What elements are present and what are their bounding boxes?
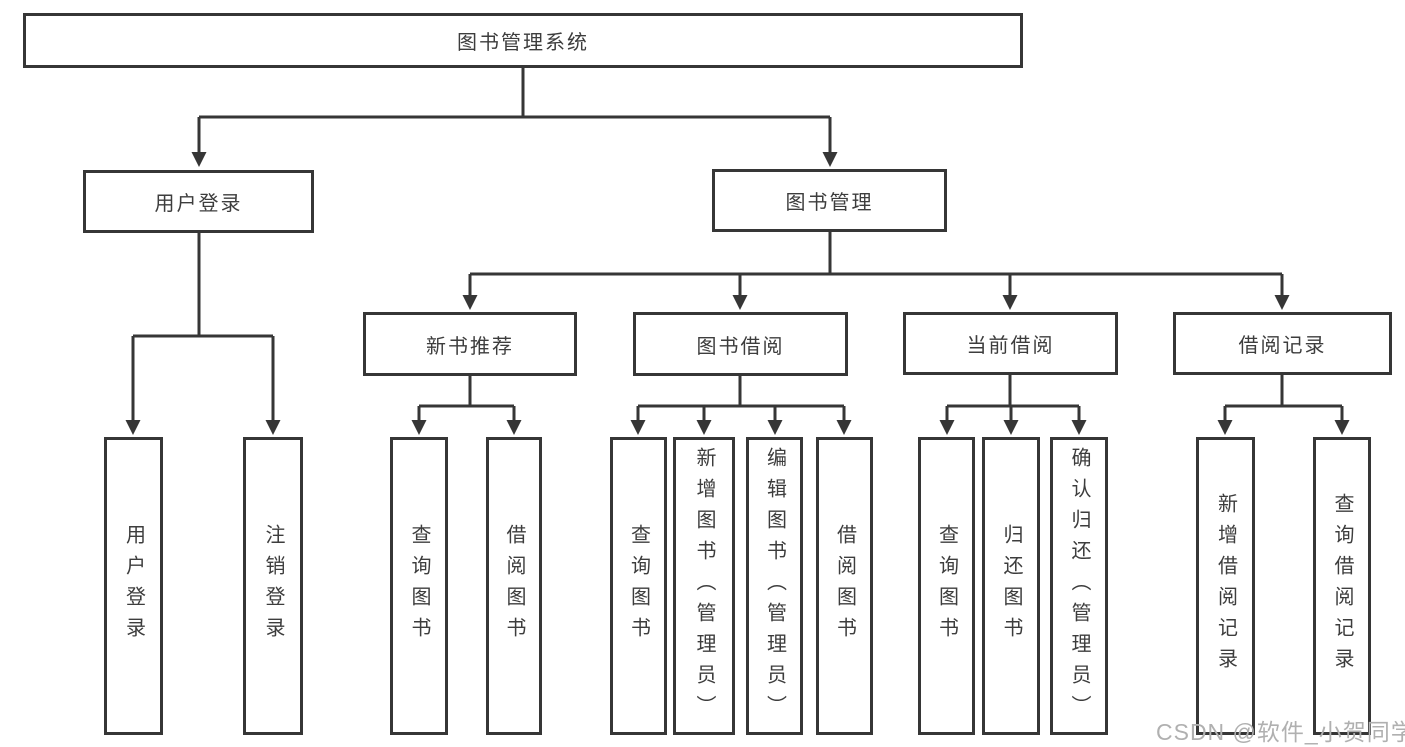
node-user-login: 用户登录: [83, 170, 314, 233]
leaf-confirm-return-admin-label: 确认归还（管理员）: [1068, 446, 1090, 726]
leaf-query-books-2: 查询图书: [610, 437, 667, 735]
node-current-borrowing: 当前借阅: [903, 312, 1118, 375]
leaf-edit-book-admin: 编辑图书（管理员）: [746, 437, 803, 735]
leaf-user-login: 用户登录: [104, 437, 163, 735]
node-new-book-recommend: 新书推荐: [363, 312, 577, 376]
watermark: CSDN @软件_小贺同学: [1156, 719, 1405, 745]
leaf-borrow-books-1-label: 借阅图书: [503, 524, 525, 648]
node-user-login-label: 用户登录: [154, 193, 243, 215]
leaf-user-login-label: 用户登录: [122, 524, 145, 648]
leaf-add-book-admin-label: 新增图书（管理员）: [693, 446, 715, 726]
leaf-query-books-3-label: 查询图书: [935, 524, 958, 648]
leaf-query-books-3: 查询图书: [918, 437, 975, 735]
leaf-return-books: 归还图书: [982, 437, 1040, 735]
leaf-confirm-return-admin: 确认归还（管理员）: [1050, 437, 1108, 735]
leaf-edit-book-admin-label: 编辑图书（管理员）: [763, 446, 786, 726]
node-book-management-label: 图书管理: [785, 192, 874, 214]
node-borrowing-records: 借阅记录: [1173, 312, 1392, 375]
leaf-logout-label: 注销登录: [262, 524, 284, 648]
node-library-system: 图书管理系统: [23, 13, 1023, 68]
leaf-query-borrow-record: 查询借阅记录: [1313, 437, 1371, 735]
leaf-query-books-2-label: 查询图书: [627, 524, 650, 648]
leaf-query-books-1-label: 查询图书: [408, 524, 430, 648]
leaf-query-books-1: 查询图书: [390, 437, 448, 735]
node-new-book-recommend-label: 新书推荐: [426, 335, 514, 358]
leaf-borrow-books-2-label: 借阅图书: [833, 524, 856, 648]
leaf-add-borrow-record-label: 新增借阅记录: [1214, 493, 1237, 679]
node-book-management: 图书管理: [712, 169, 947, 232]
leaf-borrow-books-1: 借阅图书: [486, 437, 542, 735]
leaf-add-borrow-record: 新增借阅记录: [1196, 437, 1255, 735]
leaf-add-book-admin: 新增图书（管理员）: [673, 437, 735, 735]
node-current-borrowing-label: 当前借阅: [966, 335, 1055, 357]
node-book-borrowing-label: 图书借阅: [696, 335, 785, 358]
leaf-logout: 注销登录: [243, 437, 303, 735]
leaf-borrow-books-2: 借阅图书: [816, 437, 873, 735]
node-borrowing-records-label: 借阅记录: [1238, 335, 1327, 357]
leaf-return-books-label: 归还图书: [1000, 524, 1022, 648]
leaf-query-borrow-record-label: 查询借阅记录: [1331, 493, 1353, 679]
node-library-system-label: 图书管理系统: [457, 32, 589, 54]
node-book-borrowing: 图书借阅: [633, 312, 848, 376]
